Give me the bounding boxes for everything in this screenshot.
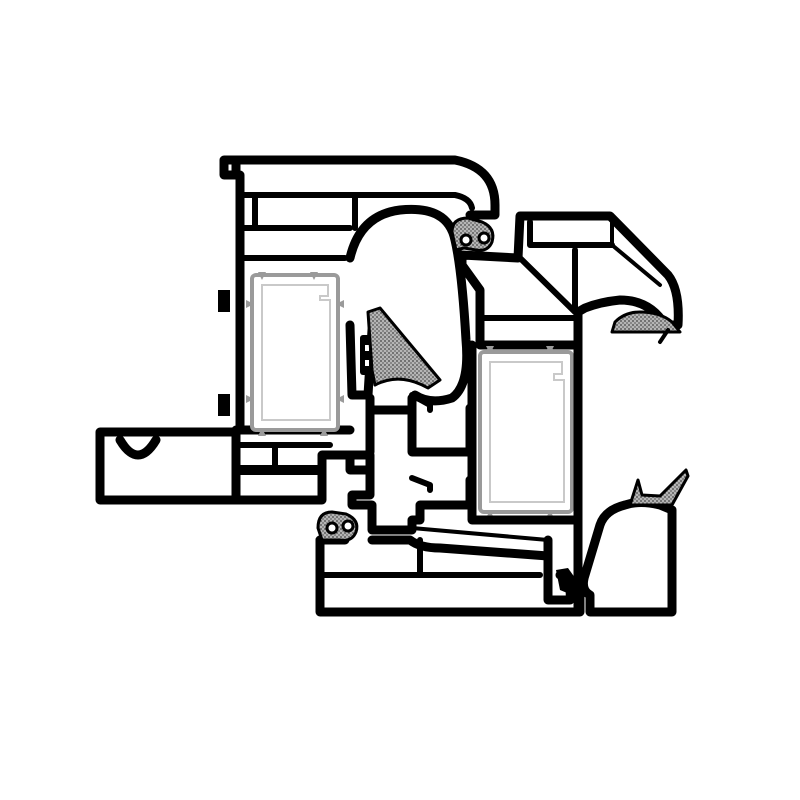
sash-steel-tip-1 [486,346,494,354]
frame-steel-tip-6 [246,395,254,403]
frame-chamber-top [237,192,475,231]
frame-outer-wall [219,155,500,220]
bead-chamber [477,219,615,321]
bead-outline [457,211,683,350]
frame-steel-tip-8 [336,395,344,403]
gasket-drain [556,568,580,595]
frame-sill-groove [115,435,161,460]
frame-steel-tip-4 [320,428,328,436]
lower-glazing-rebate [573,498,677,617]
sash-steel-inner [489,361,565,503]
frame-lug-top [218,290,230,312]
frame-sill-wing [95,427,241,505]
sash-lug-right [409,475,433,493]
sash-body [345,393,475,535]
sash-steel-outer [478,350,574,514]
frame-steel-tip-3 [258,428,266,436]
gasket-rebate-diagonal [366,306,442,390]
hardware-slot-1 [365,345,369,351]
frame-steel-inner [261,284,331,421]
sash-steel-reinforcement [467,340,583,525]
frame-steel-reinforcement [246,272,344,436]
glazing-bead [457,211,683,350]
hardware-slot-3 [365,360,369,366]
frame-steel-tip-2 [310,272,318,280]
frame-lug-bottom [218,394,230,416]
frame-steel-tip-1 [258,272,266,280]
frame-profile [95,155,500,505]
sash-steel-frame [467,340,583,525]
sealing-gaskets [316,216,690,595]
frame-chamber-mid [237,225,348,261]
gasket-top-hole-2 [477,231,491,245]
frame-rebate-curve [345,204,472,406]
sash-small-lug [409,392,433,413]
gasket-lower-hole-1 [325,521,339,535]
sash-steel-tip-2 [546,346,554,354]
gasket-glazing-lower [628,468,690,507]
rebate-outline [578,498,677,617]
gasket-top-hole-1 [459,233,473,247]
bead-lip [610,220,662,287]
frame-steel-outer [250,273,340,432]
sash-drain-slope [410,526,550,558]
gasket-bead-right [610,310,682,334]
gasket-lower-hole-2 [341,519,355,533]
gasket-bead-lip [658,328,670,344]
sash-inner-wall [407,403,475,457]
frame-steel-tip-7 [336,300,344,308]
frame-steel-tip-5 [246,300,254,308]
